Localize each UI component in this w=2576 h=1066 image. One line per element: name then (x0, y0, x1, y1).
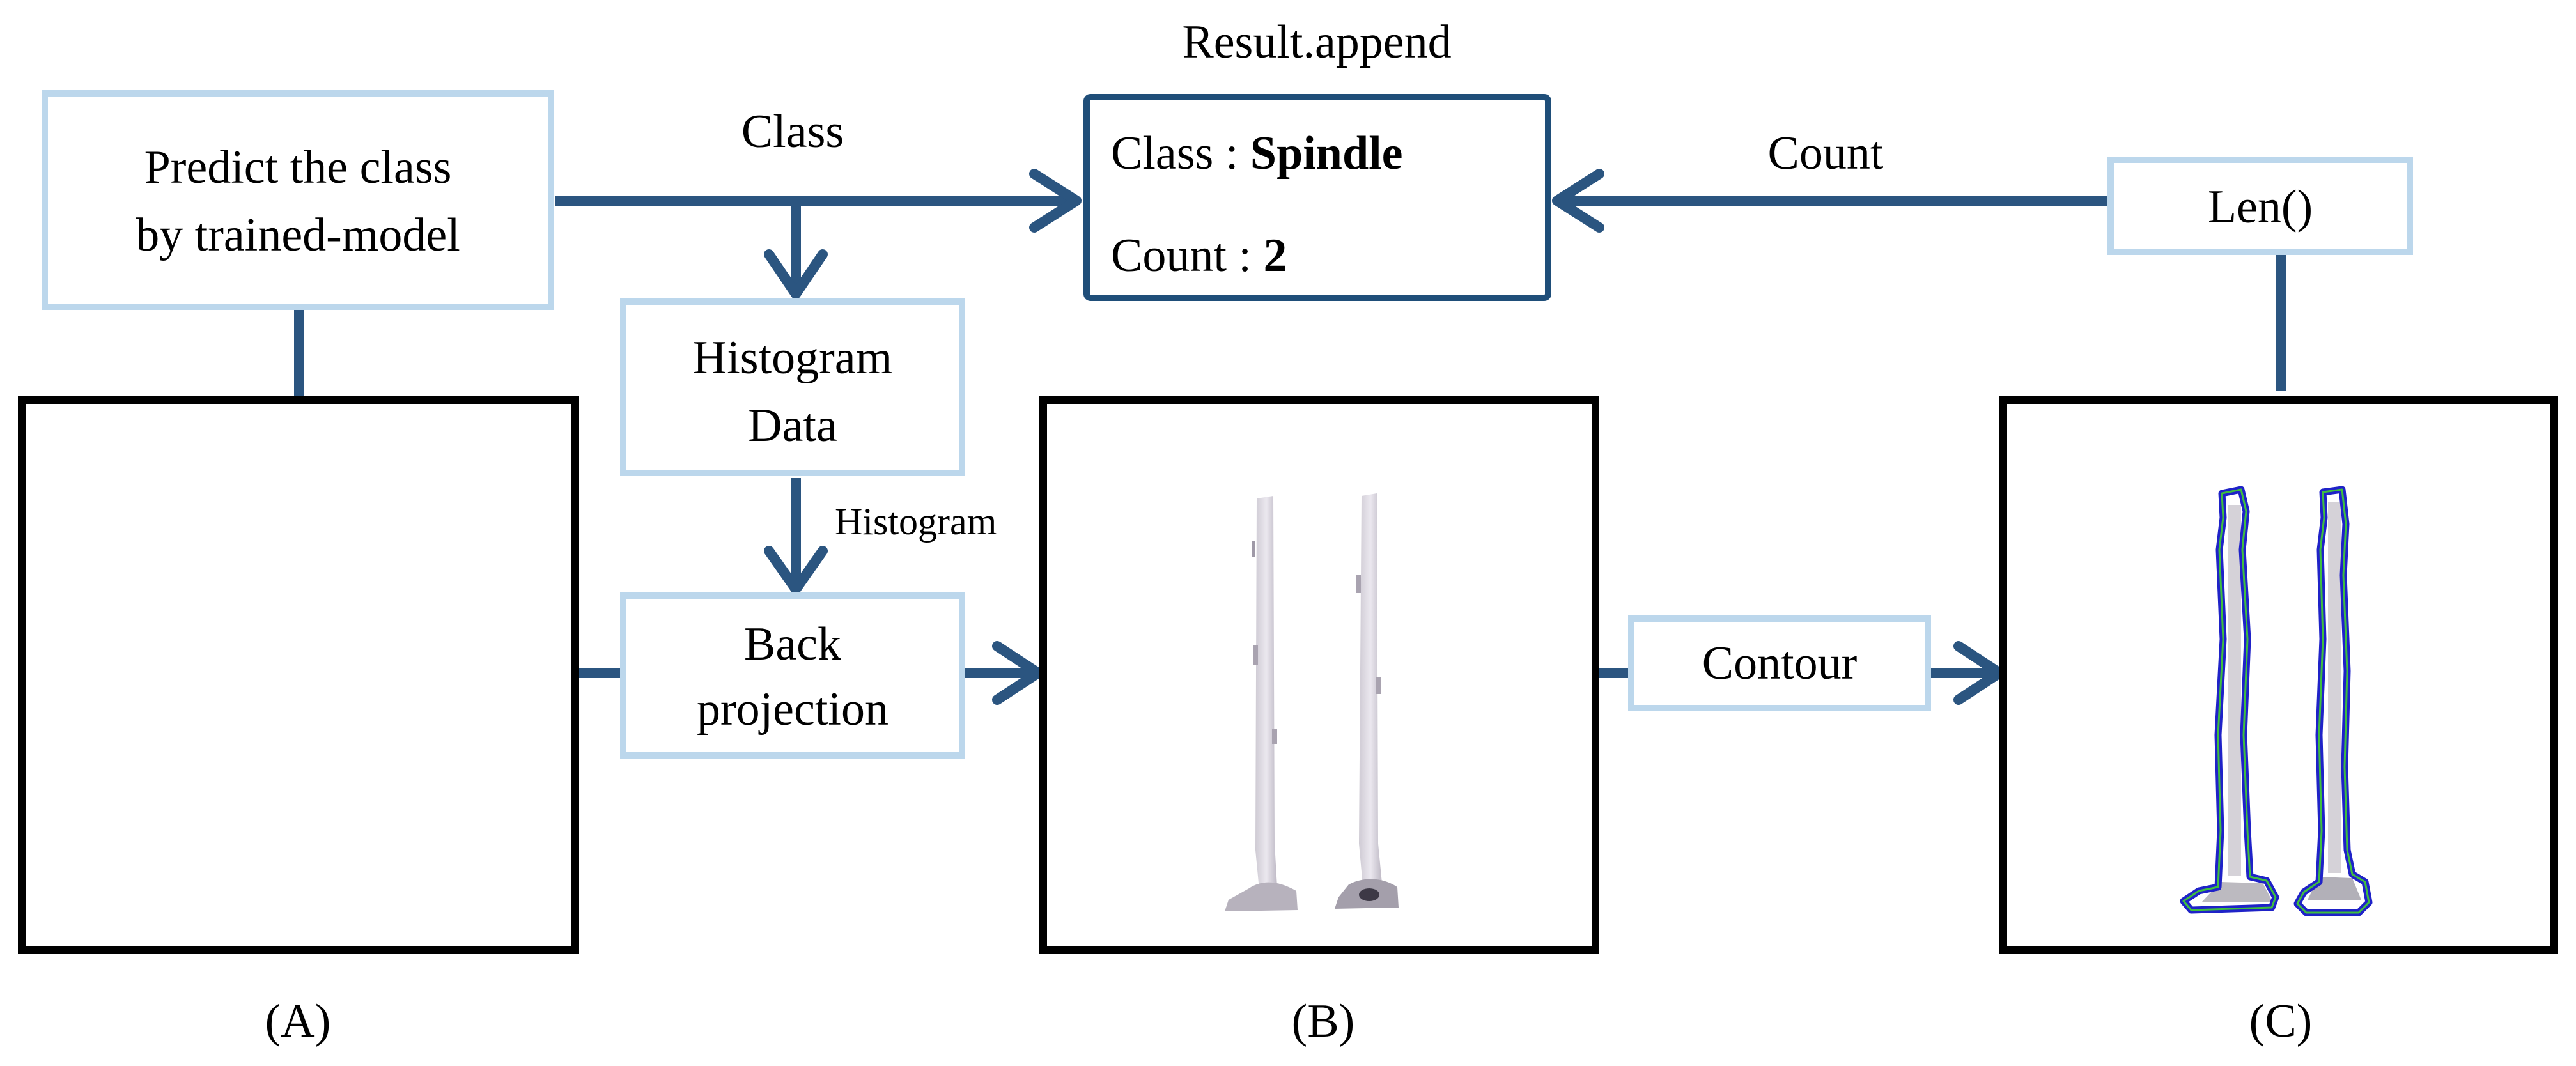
histogram-box-line2: Data (748, 399, 837, 452)
connectors (294, 169, 2286, 705)
result-title: Result.append (1182, 16, 1451, 68)
arrowhead-to-backprojection (764, 546, 828, 594)
histogram-box-line1: Histogram (693, 332, 892, 384)
predict-box-frame (42, 90, 554, 310)
predict-box-line2: by trained-model (136, 209, 460, 261)
panel-a (18, 396, 579, 954)
contour-outline-image (2180, 486, 2373, 916)
len-box-frame (2107, 157, 2413, 255)
result-count-line: Count : 2 (1111, 229, 1287, 282)
panel-c-frame (1999, 396, 2558, 954)
arrowhead-to-result (1029, 169, 1082, 233)
histogram-box: Histogram Data (620, 298, 965, 476)
predict-box-line1: Predict the class (144, 141, 452, 194)
panel-c (1999, 396, 2558, 954)
histogram-box-frame (620, 298, 965, 476)
backprojection-box-frame (620, 592, 965, 759)
class-label: Class (741, 105, 844, 158)
result-box: Class : Spindle Count : 2 (1083, 94, 1551, 301)
contour-box: Contour (1628, 615, 1931, 711)
len-box-label: Len() (2208, 181, 2313, 233)
result-class-prefix: Class : (1111, 127, 1250, 180)
backprojection-box-line1: Back (744, 618, 841, 670)
arrowhead-to-histogram (764, 249, 828, 299)
predict-box: Predict the class by trained-model (42, 90, 554, 310)
arrowhead-to-panel-b (992, 641, 1043, 705)
backprojection-mask-image (1225, 493, 1399, 911)
result-count-value: 2 (1263, 229, 1287, 282)
panel-label-b: (B) (1292, 995, 1355, 1047)
panel-a-frame (18, 396, 579, 954)
histogram-label: Histogram (835, 500, 997, 543)
result-count-prefix: Count : (1111, 229, 1263, 282)
backprojection-box-line2: projection (697, 683, 888, 736)
panel-b-frame (1039, 396, 1599, 954)
panel-label-c: (C) (2249, 995, 2313, 1047)
panel-label-a: (A) (265, 995, 331, 1047)
backprojection-box: Back projection (620, 592, 965, 759)
result-class-value: Spindle (1250, 127, 1403, 180)
arrowhead-count-to-result (1552, 169, 1604, 233)
count-label: Count (1768, 127, 1884, 180)
panel-b (1039, 396, 1599, 954)
result-class-line: Class : Spindle (1111, 127, 1403, 180)
contour-box-label: Contour (1702, 637, 1858, 690)
len-box: Len() (2107, 157, 2413, 255)
result-box-frame (1083, 94, 1551, 301)
contour-box-frame (1628, 615, 1931, 711)
